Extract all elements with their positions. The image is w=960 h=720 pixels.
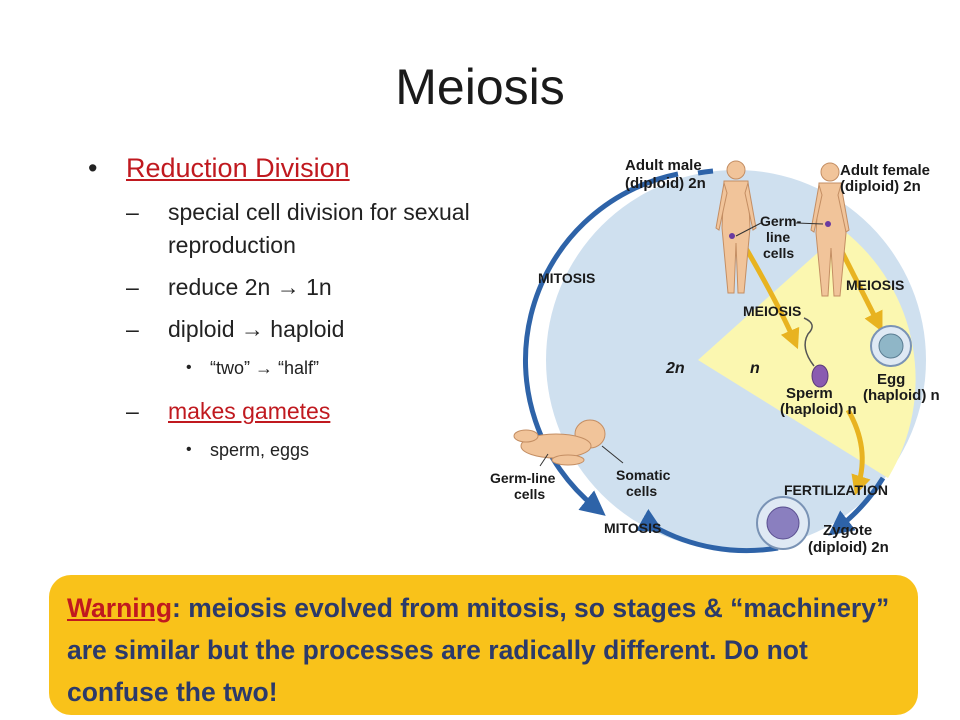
adult-male-label: Adult male [625,157,702,174]
germ-line-label-2: line [766,229,790,245]
dash-marker: – [126,316,139,342]
germ-line-pointer [735,222,762,237]
meiosis-center-label: MEIOSIS [743,303,801,319]
germ-line-label-1: Germ- [760,213,802,229]
sperm-illustration [803,317,829,388]
adult-female-label: Adult female [840,162,930,179]
egg-cell-illustration [870,325,912,367]
mitosis-bottom-label: MITOSIS [604,520,661,536]
bullet-reduction-division: • Reduction Division [88,150,568,186]
warning-text: : meiosis evolved from mitosis, so stage… [67,593,890,707]
adult-female-ploidy: (diploid) 2n [840,178,921,195]
somatic-label-1: Somatic [616,467,671,483]
sub-sub-bullet-sperm-eggs: • sperm, eggs [88,437,568,463]
mitosis-bottom-arrow [635,508,779,554]
zygote-ploidy-label: (diploid) 2n [808,539,889,556]
top-arc-arrow [697,168,714,176]
reduction-division-text: Reduction Division [126,153,350,183]
special-text: special cell division for sexual reprodu… [168,199,470,258]
two-n-label: 2n [665,360,685,377]
zygote-label: Zygote [823,522,872,539]
sub-bullet-special: – special cell division for sexual repro… [88,196,568,262]
fertilization-label: FERTILIZATION [784,482,888,498]
egg-label: Egg [877,371,905,388]
bullet-dot: • [186,441,192,458]
sub-bullet-diploid: – diploid → haploid [88,313,568,346]
zygote-illustration [756,496,810,550]
adult-female-figure [810,162,850,297]
mitosis-top-label: MITOSIS [538,270,595,286]
reduce-text: reduce 2n → 1n [168,274,332,300]
germline-baby-label-2: cells [514,486,545,502]
germ-line-pointer [795,222,824,225]
dash-marker: – [126,199,139,225]
warning-label: Warning [67,593,173,623]
fertilization-yellow-arrow [845,408,871,496]
two-half-text: “two” → “half” [210,358,320,378]
germ-line-label-3: cells [763,245,794,261]
somatic-label-2: cells [626,483,657,499]
fertilization-arrow [828,476,886,536]
dash-marker: – [126,274,139,300]
sperm-eggs-text: sperm, eggs [210,440,310,460]
germline-baby-pointer [539,453,549,467]
baby-figure [513,419,606,466]
bullet-dot: • [88,153,98,183]
sub-bullet-reduce: – reduce 2n → 1n [88,271,568,304]
adult-male-figure [715,160,757,294]
egg-ploidy-label: (haploid) n [863,387,940,404]
germ-line-dot-female [825,221,831,227]
dash-marker: – [126,398,139,424]
meiosis-right-label: MEIOSIS [846,277,904,293]
bullet-list: • Reduction Division – special cell divi… [88,150,568,477]
adult-male-ploidy: (diploid) 2n [625,175,706,192]
sperm-label: Sperm [786,385,833,402]
diploid-text: diploid → haploid [168,316,345,342]
warning-callout: Warning: meiosis evolved from mitosis, s… [49,575,918,715]
sub-sub-bullet-two-half: • “two” → “half” [88,355,568,381]
germ-line-dot-male [729,233,735,239]
life-cycle-diagram: Adult male (diploid) 2n Adult female (di… [490,157,940,556]
n-label: n [750,360,760,377]
somatic-pointer [601,445,624,464]
germline-baby-label-1: Germ-line [490,470,556,486]
bullet-dot: • [186,359,192,376]
gametes-text: makes gametes [168,398,331,424]
sub-bullet-gametes: – makes gametes [88,395,568,428]
sperm-ploidy-label: (haploid) n [780,401,857,418]
slide-title: Meiosis [395,59,565,115]
